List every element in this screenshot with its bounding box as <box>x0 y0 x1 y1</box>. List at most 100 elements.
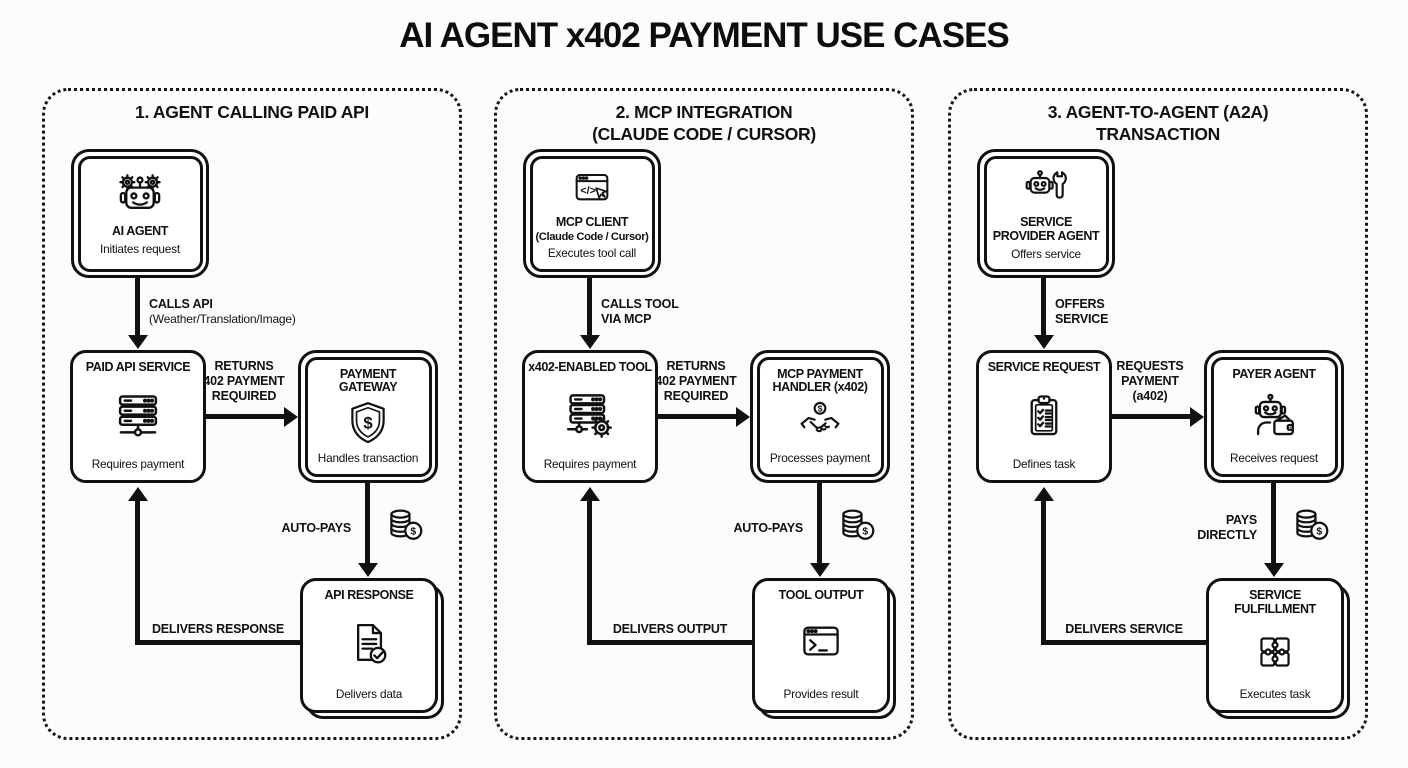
terminal-icon <box>795 619 847 671</box>
auto-pays-label: AUTO-PAYS <box>281 520 351 535</box>
arrow-delivers-service-hline <box>1041 640 1209 645</box>
box-mcp-payment-handler: MCP PAYMENT HANDLER (x402) $ Processes p… <box>750 350 890 483</box>
panel-2-mcp-integration: 2. MCP INTEGRATION (CLAUDE CODE / CURSOR… <box>494 88 914 740</box>
arrow-calls-api-head <box>127 335 148 349</box>
arrow-calls-api-label: CALLS API (Weather/Translation/Image) <box>149 297 296 326</box>
box-title: API RESPONSE <box>324 588 414 602</box>
arrow-calls-tool-label: CALLS TOOL VIA MCP <box>601 297 679 326</box>
box-service-provider-agent: SERVICE PROVIDER AGENT Offers service <box>977 149 1115 278</box>
box-payer-agent: PAYER AGENT Receives request <box>1204 350 1344 483</box>
arrow-auto-pays-line <box>817 483 822 564</box>
coins-icon: $ <box>833 503 883 553</box>
delivers-response-label: DELIVERS RESPONSE <box>151 622 285 636</box>
handshake-dollar-icon: $ <box>796 399 844 447</box>
box-title-2: (Claude Code / Cursor) <box>535 231 649 243</box>
panel-header-line1: 2. MCP INTEGRATION <box>615 102 793 122</box>
svg-text:$: $ <box>1316 527 1322 538</box>
box-title: AI AGENT <box>111 223 169 238</box>
puzzle-icon <box>1250 627 1300 677</box>
svg-text:$: $ <box>862 527 868 538</box>
box-paid-api-service: PAID API SERVICE Requires payment <box>70 350 206 483</box>
arrow-offers-service-label: OFFERS SERVICE <box>1055 297 1109 326</box>
box-subtitle: Requires payment <box>91 457 185 471</box>
box-title: PAYER AGENT <box>1232 366 1316 381</box>
arrow-requests-payment-line <box>1112 414 1191 419</box>
box-tool-output: TOOL OUTPUT Provides result <box>752 578 890 713</box>
coins-icon: $ <box>381 503 431 553</box>
box-title: SERVICE REQUEST <box>987 360 1101 374</box>
robot-gears-icon <box>114 171 166 223</box>
arrow-delivers-response-head <box>127 487 148 501</box>
arrow-auto-pays-head <box>809 563 830 577</box>
arrow-requests-payment-head <box>1190 406 1204 427</box>
arrow-returns-402-label: RETURNS 402 PAYMENT REQUIRED <box>655 359 737 403</box>
box-title: PAYMENT GATEWAY <box>338 366 398 394</box>
box-subtitle: Defines task <box>1012 457 1076 471</box>
box-x402-enabled-tool: x402-ENABLED TOOL Requires payment <box>522 350 658 483</box>
arrow-calls-tool-head <box>579 335 600 349</box>
box-title: SERVICE PROVIDER AGENT <box>992 215 1100 243</box>
panel-header-line1: 1. AGENT CALLING PAID API <box>135 102 369 122</box>
box-ai-agent: AI AGENT Initiates request <box>71 149 209 278</box>
server-gear-icon <box>562 388 618 444</box>
panel-3-header: 3. AGENT-TO-AGENT (A2A) TRANSACTION <box>951 101 1365 145</box>
arrow-delivers-response-vline <box>135 501 140 643</box>
panel-header-line1: 3. AGENT-TO-AGENT (A2A) <box>1047 102 1269 122</box>
arrow-delivers-output-hline <box>587 640 755 645</box>
box-api-response: API RESPONSE Delivers data <box>300 578 438 713</box>
arrow-delivers-response-hline <box>135 640 303 645</box>
box-subtitle: Executes task <box>1239 687 1311 701</box>
box-subtitle: Handles transaction <box>317 450 419 465</box>
box-title: MCP PAYMENT HANDLER (x402) <box>772 366 868 394</box>
box-subtitle: Executes tool call <box>547 245 637 260</box>
box-title: SERVICE FULFILLMENT <box>1234 588 1316 616</box>
arrow-pays-directly-line <box>1271 483 1276 564</box>
arrow-auto-pays-head <box>357 563 378 577</box>
pays-directly-label: PAYS DIRECTLY <box>1197 513 1257 542</box>
box-title: MCP CLIENT <box>555 214 629 229</box>
arrow-offers-service-head <box>1033 335 1054 349</box>
shield-dollar-icon: $ <box>343 398 393 448</box>
box-subtitle: Offers service <box>1011 247 1081 261</box>
arrow-delivers-service-vline <box>1041 501 1046 643</box>
coins-icon: $ <box>1287 503 1337 553</box>
box-title: TOOL OUTPUT <box>778 588 864 602</box>
arrow-delivers-output-head <box>579 487 600 501</box>
box-title: PAID API SERVICE <box>85 360 191 374</box>
arrow-calls-api-line <box>135 278 140 336</box>
box-subtitle: Initiates request <box>100 242 180 257</box>
svg-text:$: $ <box>363 413 373 432</box>
box-subtitle: Provides result <box>783 687 859 701</box>
page-title: AI AGENT x402 PAYMENT USE CASES <box>399 16 1010 55</box>
robot-wallet-icon <box>1248 390 1300 442</box>
box-subtitle: Processes payment <box>769 450 871 465</box>
robot-wrench-icon <box>1022 166 1070 214</box>
box-payment-gateway: PAYMENT GATEWAY $ Handles transaction <box>298 350 438 483</box>
server-stack-icon <box>110 388 166 444</box>
panel-3-agent-to-agent-transaction: 3. AGENT-TO-AGENT (A2A) TRANSACTION OFFE… <box>948 88 1368 740</box>
document-check-icon <box>343 619 395 671</box>
box-mcp-client: </> MCP CLIENT (Claude Code / Cursor) Ex… <box>523 149 661 278</box>
delivers-service-label: DELIVERS SERVICE <box>1065 622 1183 636</box>
panel-header-line2: TRANSACTION <box>1095 124 1221 144</box>
clipboard-checklist-icon <box>1018 390 1070 442</box>
panel-1-header: 1. AGENT CALLING PAID API <box>45 101 459 123</box>
arrow-returns-402-line <box>206 414 285 419</box>
arrow-returns-402-line <box>658 414 737 419</box>
arrow-requests-payment-label: REQUESTS PAYMENT (a402) <box>1116 359 1184 403</box>
svg-text:$: $ <box>410 527 416 538</box>
box-subtitle: Requires payment <box>543 457 637 471</box>
arrow-pays-directly-head <box>1263 563 1284 577</box>
arrow-returns-402-head <box>736 406 750 427</box>
code-window-icon: </> <box>569 168 615 214</box>
box-title: x402-ENABLED TOOL <box>528 360 652 374</box>
arrow-returns-402-head <box>284 406 298 427</box>
box-subtitle: Receives request <box>1230 450 1318 465</box>
box-service-request: SERVICE REQUEST Defines task <box>976 350 1112 483</box>
svg-text:$: $ <box>818 403 823 413</box>
arrow-delivers-service-head <box>1033 487 1054 501</box>
arrow-auto-pays-line <box>365 483 370 564</box>
box-service-fulfillment: SERVICE FULFILLMENT Executes task <box>1206 578 1344 713</box>
auto-pays-label: AUTO-PAYS <box>733 520 803 535</box>
